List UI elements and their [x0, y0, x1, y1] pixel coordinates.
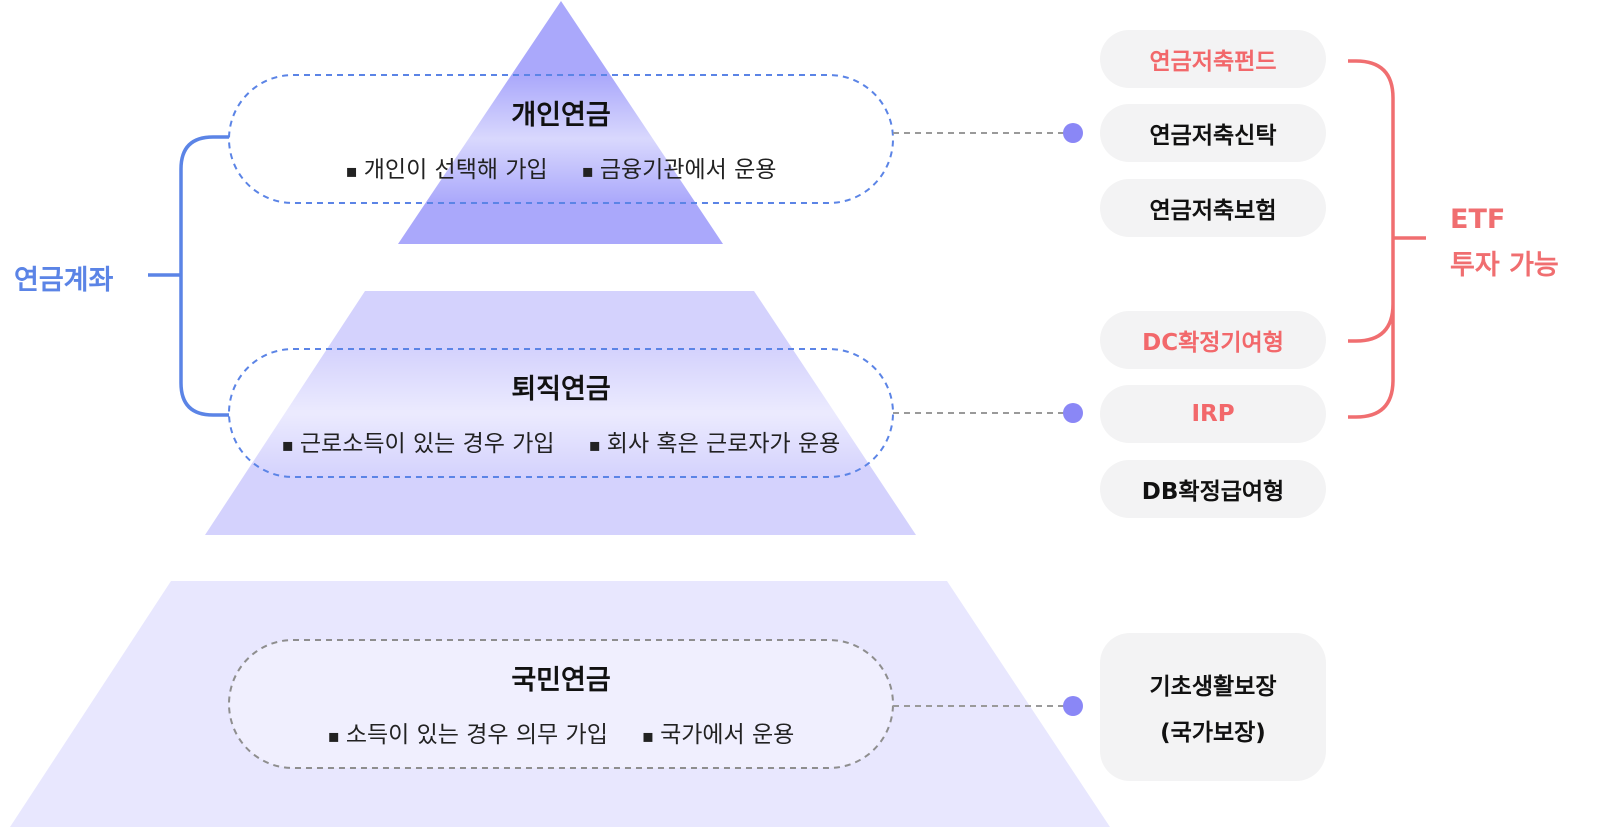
tier-bullet: 회사 혹은 근로자가 운용 [589, 424, 841, 458]
tier-bullet: 개인이 선택해 가입 [346, 150, 548, 184]
pyramid-tier-base [10, 581, 1110, 827]
tier-bullet: 소득이 있는 경우 의무 가입 [328, 715, 608, 749]
tier-bullet: 국가에서 운용 [642, 715, 794, 749]
etf-label-line: ETF [1450, 204, 1506, 235]
account-bracket [148, 135, 229, 417]
connector-dot-middle [1063, 403, 1083, 423]
etf-label-line: 투자 가능 [1450, 250, 1559, 281]
product-db-plan: DB확정급여형 [1100, 460, 1326, 518]
connector-dot-top [1063, 123, 1083, 143]
tier-description: 근로소득이 있는 경우 가입 회사 혹은 근로자가 운용 [229, 424, 893, 458]
tier-middle-dashed-outline [228, 348, 894, 478]
tier-top-dashed-outline [228, 74, 894, 204]
product-pension-savings-fund: 연금저축펀드 [1100, 30, 1326, 88]
product-basic-livelihood-line: 기초생활보장 [1149, 674, 1277, 700]
tier-description: 소득이 있는 경우 의무 가입 국가에서 운용 [229, 715, 893, 749]
product-pension-savings-insurance: 연금저축보험 [1100, 179, 1326, 237]
product-basic-livelihood: 기초생활보장 (국가보장) [1100, 633, 1326, 781]
tier-personal-pension: 개인연금 개인이 선택해 가입 금융기관에서 운용 [229, 93, 893, 184]
tier-retirement-pension: 퇴직연금 근로소득이 있는 경우 가입 회사 혹은 근로자가 운용 [229, 367, 893, 458]
tier-bullet: 금융기관에서 운용 [582, 150, 777, 184]
product-pension-savings-trust: 연금저축신탁 [1100, 104, 1326, 162]
product-irp: IRP [1100, 385, 1326, 443]
product-basic-livelihood-line: (국가보장) [1160, 720, 1266, 746]
tier-description: 개인이 선택해 가입 금융기관에서 운용 [229, 150, 893, 184]
etf-label: ETF 투자 가능 [1450, 197, 1559, 289]
account-label: 연금계좌 [14, 265, 114, 296]
tier-national-pension: 국민연금 소득이 있는 경우 의무 가입 국가에서 운용 [229, 658, 893, 749]
etf-bracket [1348, 59, 1426, 419]
tier-title: 개인연금 [511, 100, 611, 131]
tier-title: 국민연금 [511, 665, 611, 696]
connector-dot-base [1063, 696, 1083, 716]
tier-title: 퇴직연금 [511, 374, 611, 405]
product-dc-plan: DC확정기여형 [1100, 311, 1326, 369]
tier-bullet: 근로소득이 있는 경우 가입 [282, 424, 555, 458]
tier-base-dashed-outline [228, 639, 894, 769]
